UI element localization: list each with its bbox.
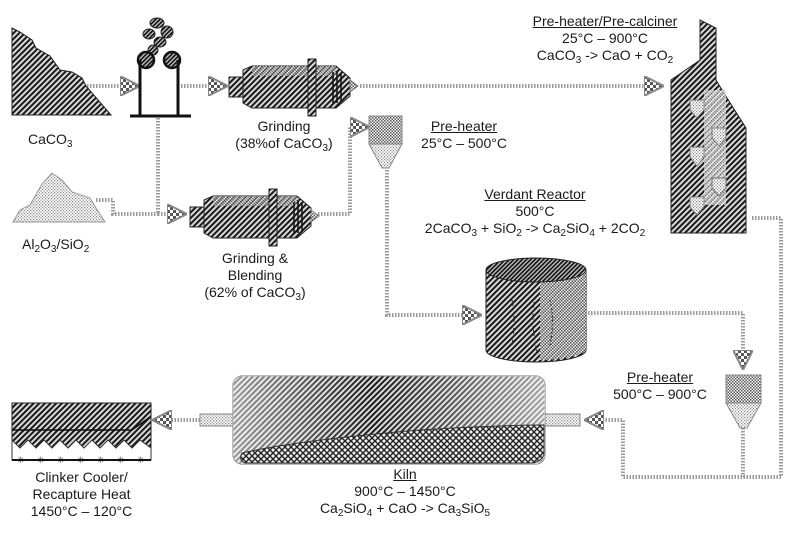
svg-text:✳: ✳ <box>57 456 65 466</box>
ball-mill-icon <box>189 188 320 247</box>
flow-preheater1-to-reactor <box>385 170 478 315</box>
preheater-tower-icon <box>670 19 747 234</box>
kiln-label: Kiln 900°C – 1450°C Ca2SiO4 + CaO -> Ca3… <box>319 466 491 519</box>
preheater2-label: Pre-heater 500°C – 900°C <box>613 369 707 402</box>
svg-text:✳: ✳ <box>37 456 45 466</box>
flow-reactor-to-preheater2 <box>585 311 743 366</box>
powder-pile-icon <box>12 172 106 223</box>
flow-blending-to-preheater1 <box>318 127 366 216</box>
flow-lines <box>84 86 783 479</box>
caco3-label: CaCO3 <box>28 131 73 150</box>
svg-text:✳: ✳ <box>17 456 25 466</box>
svg-text:✳: ✳ <box>97 456 105 466</box>
clinker-cooler-label: Clinker Cooler/ Recapture Heat 1450°C – … <box>30 469 133 519</box>
verdant-reactor-label: Verdant Reactor 500°C 2CaCO3 + SiO2 -> C… <box>424 186 646 239</box>
cyclone-icon <box>725 374 762 429</box>
rotary-kiln-icon <box>199 375 581 465</box>
svg-text:✳: ✳ <box>137 456 145 466</box>
al2o3-sio2-label: Al2O3/SiO2 <box>22 236 90 255</box>
svg-text:✳: ✳ <box>117 456 125 466</box>
cyclone-icon <box>368 115 403 169</box>
grate-cooler-icon: ✳ ✳ ✳ ✳ ✳ ✳ ✳ <box>11 402 152 466</box>
rock-pile-icon <box>11 27 113 116</box>
grinding-label: Grinding (38%of CaCO3) <box>235 118 333 154</box>
svg-text:✳: ✳ <box>77 456 85 466</box>
precalciner-label: Pre-heater/Pre-calciner 25°C – 900°C CaC… <box>532 13 678 66</box>
roller-crusher-icon <box>130 17 191 118</box>
cylinder-reactor-icon <box>485 257 587 363</box>
preheater1-label: Pre-heater 25°C – 500°C <box>421 118 507 151</box>
ball-mill-icon <box>228 58 359 117</box>
flow-precalciner-to-kiln <box>588 216 783 479</box>
flow-al2o3-to-blending <box>96 198 160 216</box>
flow-crusher-to-blending <box>156 118 183 214</box>
grinding-blending-label: Grinding & Blending (62% of CaCO3) <box>204 250 306 303</box>
